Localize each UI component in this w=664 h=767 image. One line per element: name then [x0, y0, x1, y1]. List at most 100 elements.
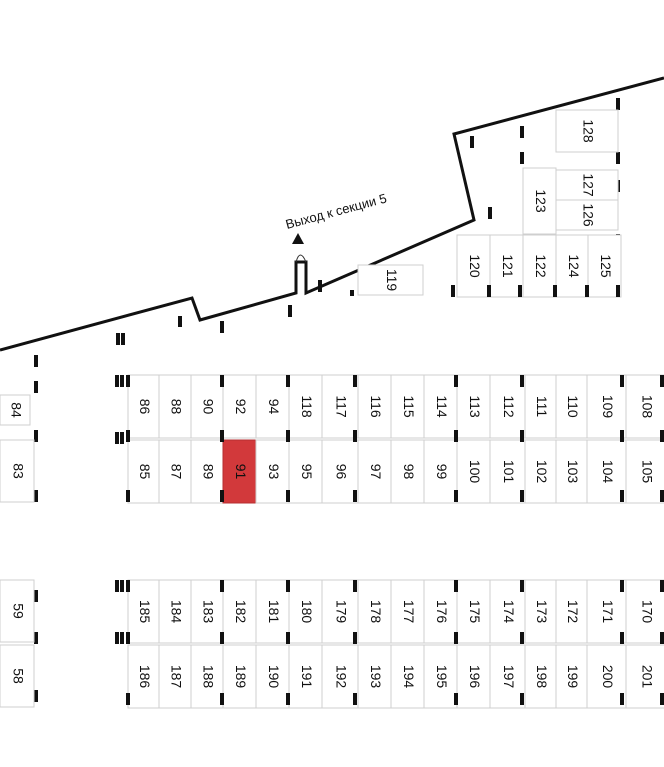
unit-128[interactable] [555, 109, 619, 153]
unit-59[interactable] [0, 579, 35, 643]
unit-label: 88 [168, 399, 184, 415]
unit-116[interactable] [357, 374, 392, 439]
unit-174[interactable] [489, 579, 526, 644]
unit-86[interactable] [127, 374, 160, 439]
unit-label: 183 [200, 600, 216, 624]
partition-marker [454, 490, 458, 502]
unit-181[interactable] [255, 579, 290, 644]
unit-182[interactable] [222, 579, 257, 644]
unit-194[interactable] [390, 644, 425, 709]
unit-label: 100 [467, 460, 483, 484]
partition-marker [454, 430, 458, 442]
unit-175[interactable] [456, 579, 491, 644]
partition-marker [454, 580, 458, 592]
unit-184[interactable] [158, 579, 192, 644]
unit-190[interactable] [255, 644, 290, 709]
partition-marker [553, 285, 557, 297]
unit-178[interactable] [357, 579, 392, 644]
unit-125[interactable] [587, 234, 622, 298]
unit-label: 187 [168, 665, 184, 689]
unit-197[interactable] [489, 644, 526, 709]
unit-199[interactable] [555, 644, 588, 709]
unit-label: 172 [565, 600, 581, 624]
partition-marker [220, 693, 224, 705]
unit-label: 112 [501, 395, 517, 418]
unit-109[interactable] [586, 374, 627, 439]
unit-101[interactable] [489, 439, 526, 504]
unit-119[interactable] [357, 264, 424, 296]
partition-marker [353, 490, 357, 502]
unit-189[interactable] [222, 644, 257, 709]
unit-96[interactable] [321, 439, 359, 504]
unit-100[interactable] [456, 439, 491, 504]
unit-127[interactable] [555, 169, 619, 201]
unit-180[interactable] [288, 579, 323, 644]
unit-191[interactable] [288, 644, 323, 709]
unit-110[interactable] [555, 374, 588, 439]
partition-marker [518, 285, 522, 297]
unit-179[interactable] [321, 579, 359, 644]
unit-198[interactable] [524, 644, 557, 709]
unit-105[interactable] [625, 439, 664, 504]
unit-label: 95 [299, 464, 315, 480]
partition-marker [220, 375, 224, 387]
unit-112[interactable] [489, 374, 526, 439]
unit-103[interactable] [555, 439, 588, 504]
unit-114[interactable] [423, 374, 458, 439]
partition-marker [520, 375, 524, 387]
unit-88[interactable] [158, 374, 192, 439]
unit-196[interactable] [456, 644, 491, 709]
unit-label: 173 [534, 600, 550, 624]
partition-marker [520, 430, 524, 442]
unit-186[interactable] [127, 644, 160, 709]
unit-118[interactable] [288, 374, 323, 439]
unit-label: 176 [434, 600, 450, 624]
partition-marker [454, 693, 458, 705]
unit-195[interactable] [423, 644, 458, 709]
unit-177[interactable] [390, 579, 425, 644]
unit-98[interactable] [390, 439, 425, 504]
partition-marker [120, 632, 124, 644]
unit-172[interactable] [555, 579, 588, 644]
unit-58[interactable] [0, 644, 35, 708]
unit-99[interactable] [423, 439, 458, 504]
unit-label: 125 [598, 254, 614, 278]
unit-label: 198 [534, 665, 550, 689]
unit-label: 85 [137, 464, 153, 480]
unit-173[interactable] [524, 579, 557, 644]
unit-187[interactable] [158, 644, 192, 709]
unit-label: 103 [565, 460, 581, 484]
unit-171[interactable] [586, 579, 627, 644]
unit-193[interactable] [357, 644, 392, 709]
unit-95[interactable] [288, 439, 323, 504]
unit-201[interactable] [625, 644, 664, 709]
unit-108[interactable] [625, 374, 664, 439]
partition-marker [286, 693, 290, 705]
unit-label: 177 [401, 600, 417, 624]
unit-84[interactable] [0, 394, 31, 426]
unit-label: 89 [200, 464, 216, 480]
unit-93[interactable] [255, 439, 290, 504]
unit-85[interactable] [127, 439, 160, 504]
unit-87[interactable] [158, 439, 192, 504]
unit-label: 124 [566, 254, 582, 278]
unit-92[interactable] [222, 374, 257, 439]
unit-185[interactable] [127, 579, 160, 644]
partition-marker [620, 430, 624, 442]
unit-183[interactable] [190, 579, 224, 644]
unit-97[interactable] [357, 439, 392, 504]
unit-label: 196 [467, 665, 483, 689]
exit-door [295, 254, 307, 263]
unit-89[interactable] [190, 439, 224, 504]
unit-83[interactable] [0, 439, 35, 503]
unit-label: 188 [200, 665, 216, 689]
unit-label: 108 [639, 395, 655, 419]
unit-label: 121 [500, 254, 516, 278]
unit-label: 97 [368, 464, 384, 480]
unit-126[interactable] [555, 199, 619, 231]
unit-170[interactable] [625, 579, 664, 644]
partition-marker [520, 490, 524, 502]
unit-label: 99 [434, 464, 450, 480]
unit-121[interactable] [489, 234, 524, 298]
